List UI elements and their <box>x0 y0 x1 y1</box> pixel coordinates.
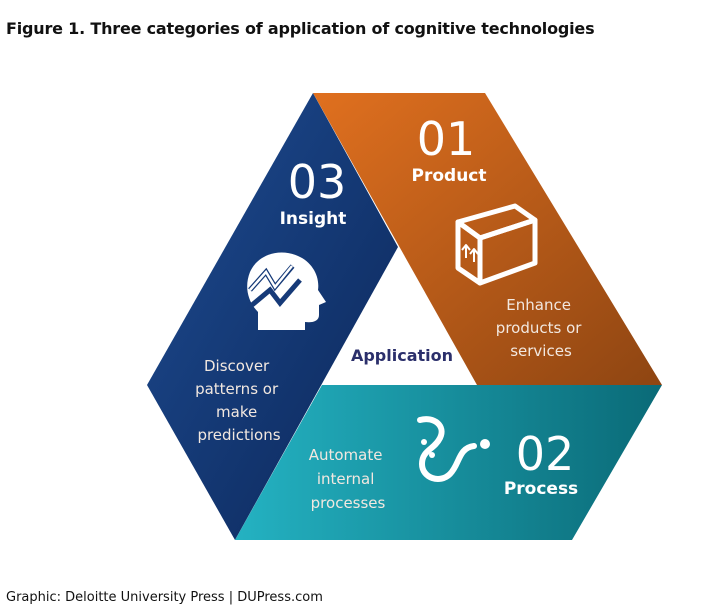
box-icon <box>455 203 538 286</box>
figure-title: Figure 1. Three categories of applicatio… <box>6 19 595 38</box>
head-chart-icon <box>247 252 326 330</box>
product-segment <box>313 93 662 385</box>
insight-label: Insight <box>280 209 347 229</box>
process-flow-icon <box>417 416 490 482</box>
process-description: Automate internal processes <box>309 446 388 512</box>
insight-description: Discover patterns or make predictions <box>195 357 283 444</box>
process-segment <box>235 385 662 540</box>
source-credit: Graphic: Deloitte University Press | DUP… <box>6 590 323 605</box>
process-label: Process <box>504 479 578 499</box>
product-number: 01 <box>417 112 476 166</box>
center-label: Application <box>351 346 453 365</box>
product-description: Enhance products or services <box>496 296 586 360</box>
product-label: Product <box>412 166 487 186</box>
insight-number: 03 <box>288 155 347 209</box>
process-number: 02 <box>516 427 575 481</box>
